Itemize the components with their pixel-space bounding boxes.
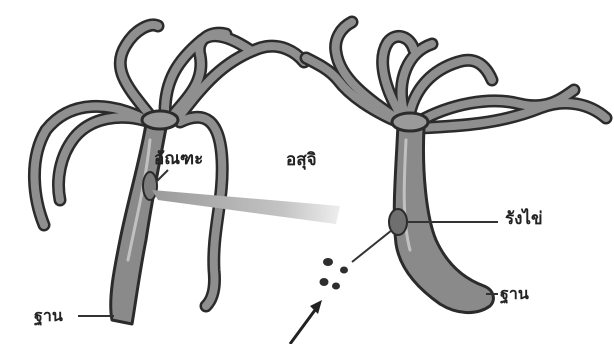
base-label-left: ฐาน (34, 308, 63, 324)
ovary-label: รังไข่ (505, 211, 543, 228)
ovary-to-sperm-line (352, 230, 392, 262)
base-label-right: ฐาน (500, 286, 529, 302)
sperm-cells (320, 258, 349, 290)
male-hydra (34, 25, 304, 324)
female-hydra (306, 22, 606, 313)
sperm-beam (152, 190, 340, 224)
sperm-cell (320, 278, 329, 286)
arrow-up-icon (290, 300, 322, 344)
female-mouth (392, 113, 428, 131)
sperm-label: อสุจิ (286, 152, 317, 169)
sperm-cell (340, 267, 348, 274)
female-tentacles (306, 22, 606, 128)
sperm-cell (332, 283, 340, 290)
male-mouth (142, 111, 178, 129)
sperm-cell (323, 258, 333, 266)
testis-bump (143, 172, 157, 200)
testis-label: อัณฑะ (154, 151, 203, 168)
female-body (394, 124, 493, 313)
